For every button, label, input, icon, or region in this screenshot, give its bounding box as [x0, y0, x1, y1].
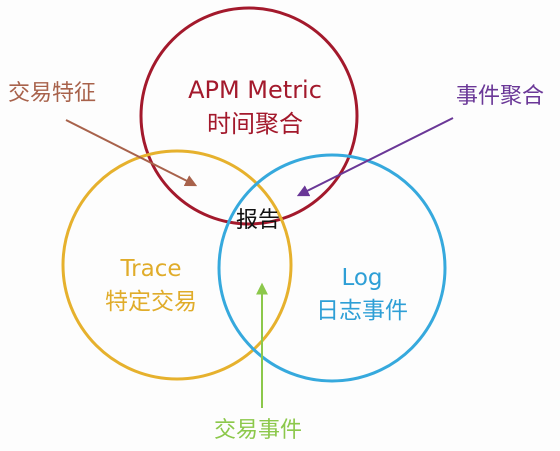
- txn-feature-arrow: [65, 119, 198, 187]
- txn-feature-label: 交易特征: [8, 81, 96, 106]
- trace-subtitle: 特定交易: [105, 289, 197, 315]
- trace-circle: [61, 149, 293, 381]
- txn-event-label: 交易事件: [214, 418, 302, 443]
- event-agg-arrow: [296, 117, 454, 197]
- apm-title: APM Metric: [188, 76, 322, 104]
- log-subtitle: 日志事件: [316, 298, 408, 324]
- report-label: 报告: [236, 208, 280, 233]
- apm-circle: [139, 6, 359, 226]
- event-agg-label: 事件聚合: [456, 84, 544, 109]
- trace-title: Trace: [119, 256, 181, 282]
- log-title: Log: [341, 265, 382, 291]
- log-circle: [217, 153, 447, 383]
- apm-subtitle: 时间聚合: [207, 110, 303, 138]
